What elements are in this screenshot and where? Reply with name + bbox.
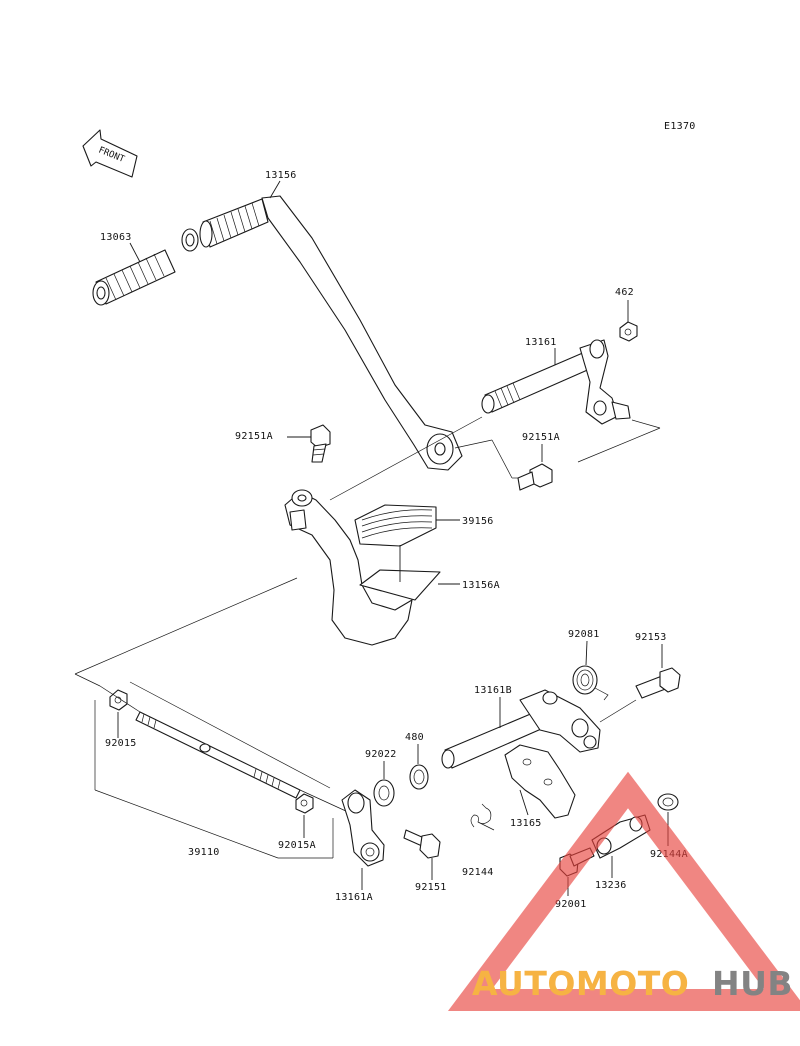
part-label-92151a-right: 92151A [522, 432, 560, 443]
part-label-13165: 13165 [510, 818, 542, 829]
part-label-92015a: 92015A [278, 840, 316, 851]
nut-92015-part [109, 689, 128, 711]
automotohub-logo: AUTOMOTO HUB [447, 771, 800, 1011]
part-label-92151a-left: 92151A [235, 431, 273, 442]
return-spring-92081-part [572, 665, 609, 701]
circlip-480-part [409, 764, 429, 790]
front-arrow-icon: FRONT [82, 129, 138, 178]
bolt-92151-part [403, 829, 441, 859]
part-label-92001: 92001 [555, 899, 587, 910]
part-label-13161: 13161 [525, 337, 557, 348]
spring-92144-part [470, 803, 495, 831]
nut-92015a-part [295, 793, 314, 814]
part-label-13161a: 13161A [335, 892, 373, 903]
part-label-92153: 92153 [635, 632, 667, 643]
stud-bolt-92153-part [635, 667, 681, 699]
part-label-462: 462 [615, 287, 634, 298]
part-label-92144: 92144 [462, 867, 494, 878]
reference-code: E1370 [664, 121, 696, 132]
washer-92022-part [373, 779, 395, 807]
bolt-92151a-left-part [310, 424, 331, 463]
tie-rod-39110-part [135, 711, 301, 799]
logo-text-hub: HUB [712, 964, 793, 1003]
pedal-arm-13156a-part [284, 489, 441, 646]
part-label-13156a: 13156A [462, 580, 500, 591]
spring-92144a-part [657, 793, 679, 811]
nut-462-part [619, 321, 638, 342]
logo-text-automoto: AUTOMOTO [472, 964, 689, 1003]
part-label-39110: 39110 [188, 847, 220, 858]
bolt-92151a-right-part [517, 463, 553, 491]
pedal-rubber-39156-part [354, 504, 437, 547]
part-label-13156: 13156 [265, 170, 297, 181]
shift-shaft-13161b-part [441, 689, 601, 769]
part-label-92081: 92081 [568, 629, 600, 640]
part-label-13161b: 13161B [474, 685, 512, 696]
shift-shaft-13161-part [481, 339, 631, 425]
part-label-92022: 92022 [365, 749, 397, 760]
shift-rubber-part [92, 249, 176, 306]
shift-lever-13161a-part [341, 789, 385, 867]
part-label-13236: 13236 [595, 880, 627, 891]
part-label-92015: 92015 [105, 738, 137, 749]
shift-pedal-part [199, 195, 463, 471]
part-label-39156: 39156 [462, 516, 494, 527]
part-label-92151: 92151 [415, 882, 447, 893]
part-label-480: 480 [405, 732, 424, 743]
plate-13165-part [504, 744, 576, 819]
part-label-13063: 13063 [100, 232, 132, 243]
